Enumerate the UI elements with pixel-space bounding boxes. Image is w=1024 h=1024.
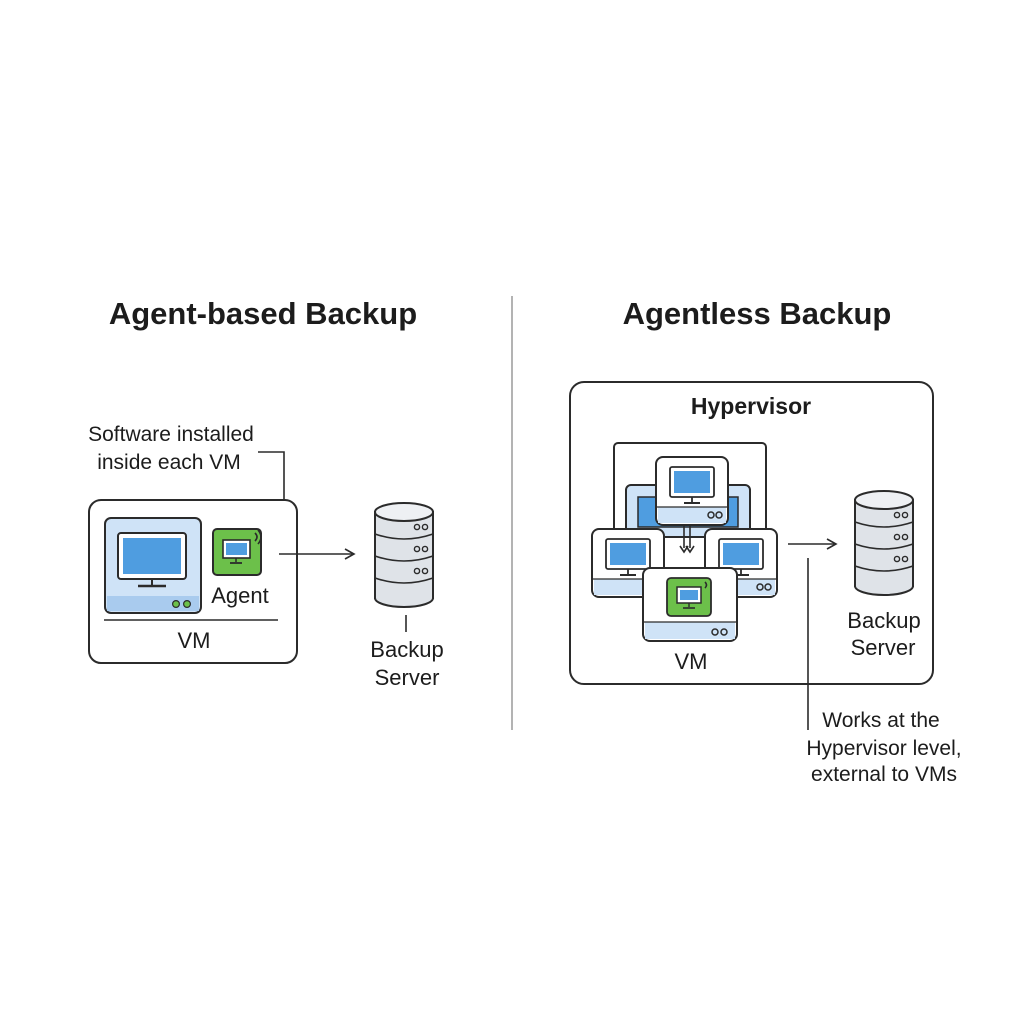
right-server-label-line2: Server [851, 635, 916, 660]
agentless-panel: Agentless Backup Hypervisor [569, 296, 962, 786]
cluster-connector [679, 525, 695, 554]
right-server-label-line1: Backup [847, 608, 920, 633]
agent-based-panel: Agent-based Backup Software installed in… [88, 296, 444, 690]
database-server-icon [374, 502, 434, 608]
database-server-icon [854, 490, 914, 596]
left-server-label-line1: Backup [370, 637, 443, 662]
agentless-annotation-line1: Works at the [822, 709, 940, 732]
vm-card-agentless-front [642, 567, 738, 642]
agentless-annotation-line3: external to VMs [811, 763, 957, 786]
agent-label: Agent [211, 583, 269, 608]
agent-icon [212, 528, 262, 576]
agentless-title: Agentless Backup [623, 296, 892, 331]
vm-cluster [592, 442, 777, 642]
vm-card-top [656, 457, 728, 525]
hypervisor-label: Hypervisor [691, 393, 811, 419]
vm-indicator-light [172, 599, 181, 608]
agent-based-title: Agent-based Backup [109, 296, 417, 331]
left-server-label-line2: Server [375, 665, 440, 690]
agent-annotation-line1: Software installed [88, 423, 254, 446]
vm-monitor-panel [104, 517, 202, 614]
vm-label: VM [178, 628, 211, 653]
agentless-vm-label: VM [675, 649, 708, 674]
agent-annotation-line2: inside each VM [97, 451, 241, 474]
vm-indicator-light [183, 599, 192, 608]
agent-annotation-leader [258, 451, 285, 520]
agentless-annotation-line2: Hypervisor level, [806, 737, 961, 760]
